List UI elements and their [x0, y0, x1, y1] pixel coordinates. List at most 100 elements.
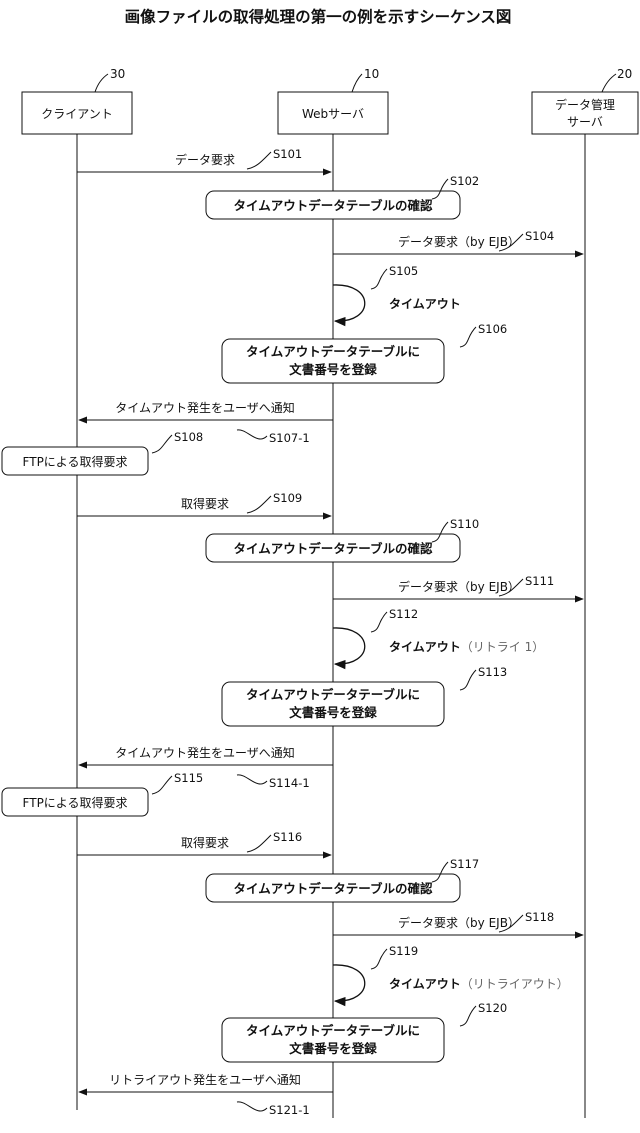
- step-number: S113: [478, 665, 507, 679]
- self-message-label: タイムアウト（リトライ 1）: [389, 640, 544, 654]
- self-message-note: （リトライアウト）: [461, 977, 569, 991]
- step-box: タイムアウトデータテーブルの確認 S117: [205, 857, 479, 903]
- step-msg: リトライアウト発生をユーザへ通知 S121-1: [78, 1073, 333, 1117]
- process-box: [205, 873, 461, 903]
- step-number: S104: [525, 229, 554, 243]
- self-message-label: タイムアウト（リトライアウト）: [389, 977, 569, 991]
- process-box-text: タイムアウトデータテーブルに: [246, 344, 420, 359]
- participant-data-server-name-line2: サーバ: [567, 115, 603, 129]
- step-number: S115: [174, 771, 203, 785]
- step-msg: タイムアウト発生をユーザへ通知 S114-1: [78, 746, 333, 790]
- self-message-label: タイムアウト: [389, 297, 461, 311]
- step-number: S101: [273, 147, 302, 161]
- process-box: [205, 533, 461, 563]
- diagram-title: 画像ファイルの取得処理の第一の例を示すシーケンス図: [125, 7, 512, 26]
- step-number: S102: [450, 174, 479, 188]
- participant-web-server: 10 Webサーバ: [277, 67, 389, 1118]
- process-box: [221, 1017, 445, 1063]
- participant-data-server: 20 データ管理 サーバ: [531, 67, 639, 1118]
- self-message-arrow: [332, 627, 366, 670]
- step-number: S111: [525, 574, 554, 588]
- process-box: [221, 681, 445, 727]
- step-msg: データ要求（by EJB） S111: [333, 574, 584, 603]
- step-number: S114-1: [269, 776, 310, 790]
- client-action-text: FTPによる取得要求: [23, 795, 128, 810]
- step-leader-line: [431, 521, 449, 543]
- self-message-note: （リトライ 1）: [461, 640, 544, 654]
- step-number: S117: [450, 857, 479, 871]
- process-box-text: タイムアウトデータテーブルの確認: [233, 541, 433, 556]
- step-number: S108: [174, 430, 203, 444]
- process-box-text: タイムアウトデータテーブルに: [246, 687, 420, 702]
- process-box: [221, 338, 445, 384]
- step-leader-line: [370, 268, 388, 290]
- step-leader-line: [431, 861, 449, 883]
- step-leader-line: [459, 326, 477, 348]
- step-number: S121-1: [269, 1103, 310, 1117]
- step-number: S116: [273, 830, 302, 844]
- process-box-text: 文書番号を登録: [289, 1041, 377, 1056]
- step-leader-line: [246, 834, 272, 853]
- step-number: S118: [525, 910, 554, 924]
- step-msg: データ要求 S101: [77, 147, 332, 176]
- process-box-text: タイムアウトデータテーブルに: [246, 1023, 420, 1038]
- step-msg: データ要求（by EJB） S118: [333, 910, 584, 939]
- step-number: S107-1: [269, 431, 310, 445]
- self-message-main: タイムアウト: [389, 297, 461, 311]
- step-leader-line: [370, 948, 388, 970]
- step-box: タイムアウトデータテーブルの確認 S110: [205, 517, 479, 563]
- client-action-box: [1, 787, 149, 817]
- step-action: FTPによる取得要求 S115: [1, 771, 203, 817]
- participant-web-server-name: Webサーバ: [302, 107, 364, 121]
- self-message-arrow: [332, 964, 366, 1007]
- process-box-text: 文書番号を登録: [289, 362, 377, 377]
- message-label: タイムアウト発生をユーザへ通知: [115, 746, 295, 760]
- step-number: S119: [389, 944, 418, 958]
- step-number: S109: [273, 491, 302, 505]
- process-box-text: タイムアウトデータテーブルの確認: [233, 881, 433, 896]
- message-label: データ要求（by EJB）: [398, 915, 520, 930]
- participant-data-server-ref: 20: [617, 67, 632, 81]
- step-number: S110: [450, 517, 479, 531]
- step-number: S106: [478, 322, 507, 336]
- message-label: データ要求（by EJB）: [398, 579, 520, 594]
- step-leader-line: [151, 434, 173, 454]
- step-leader-line: [246, 151, 272, 170]
- participant-web-server-ref: 10: [364, 67, 379, 81]
- process-box: [205, 190, 461, 220]
- step-self: タイムアウト S105: [332, 264, 461, 327]
- self-message-arrow: [332, 284, 366, 327]
- participant-data-server-name-line1: データ管理: [555, 97, 615, 112]
- message-label: データ要求: [175, 152, 235, 167]
- participant-client: 30 クライアント: [21, 67, 133, 1110]
- step-number: S120: [478, 1001, 507, 1015]
- message-label: リトライアウト発生をユーザへ通知: [109, 1073, 301, 1087]
- participant-client-ref: 30: [110, 67, 125, 81]
- step-leader-line: [498, 578, 524, 597]
- message-label: 取得要求: [181, 835, 229, 850]
- process-box-text: 文書番号を登録: [289, 705, 377, 720]
- step-msg: 取得要求 S116: [77, 830, 332, 859]
- self-message-main: タイムアウト: [389, 977, 461, 991]
- client-action-box: [1, 446, 149, 476]
- process-box-text: タイムアウトデータテーブルの確認: [233, 198, 433, 213]
- sequence-steps: データ要求 S101 タイムアウトデータテーブルの確認 S102 データ要求（by EJ…: [1, 147, 584, 1117]
- step-number: S112: [389, 607, 418, 621]
- step-leader-line: [236, 429, 268, 440]
- step-leader-line: [498, 914, 524, 933]
- step-leader-line: [236, 1101, 268, 1112]
- step-box: タイムアウトデータテーブルの確認 S102: [205, 174, 479, 220]
- self-message-main: タイムアウト: [389, 640, 461, 654]
- step-self: タイムアウト（リトライアウト） S119: [332, 944, 569, 1007]
- step-number: S105: [389, 264, 418, 278]
- step-leader-line: [236, 774, 268, 785]
- step-leader-line: [498, 233, 524, 252]
- participant-client-name: クライアント: [41, 107, 113, 121]
